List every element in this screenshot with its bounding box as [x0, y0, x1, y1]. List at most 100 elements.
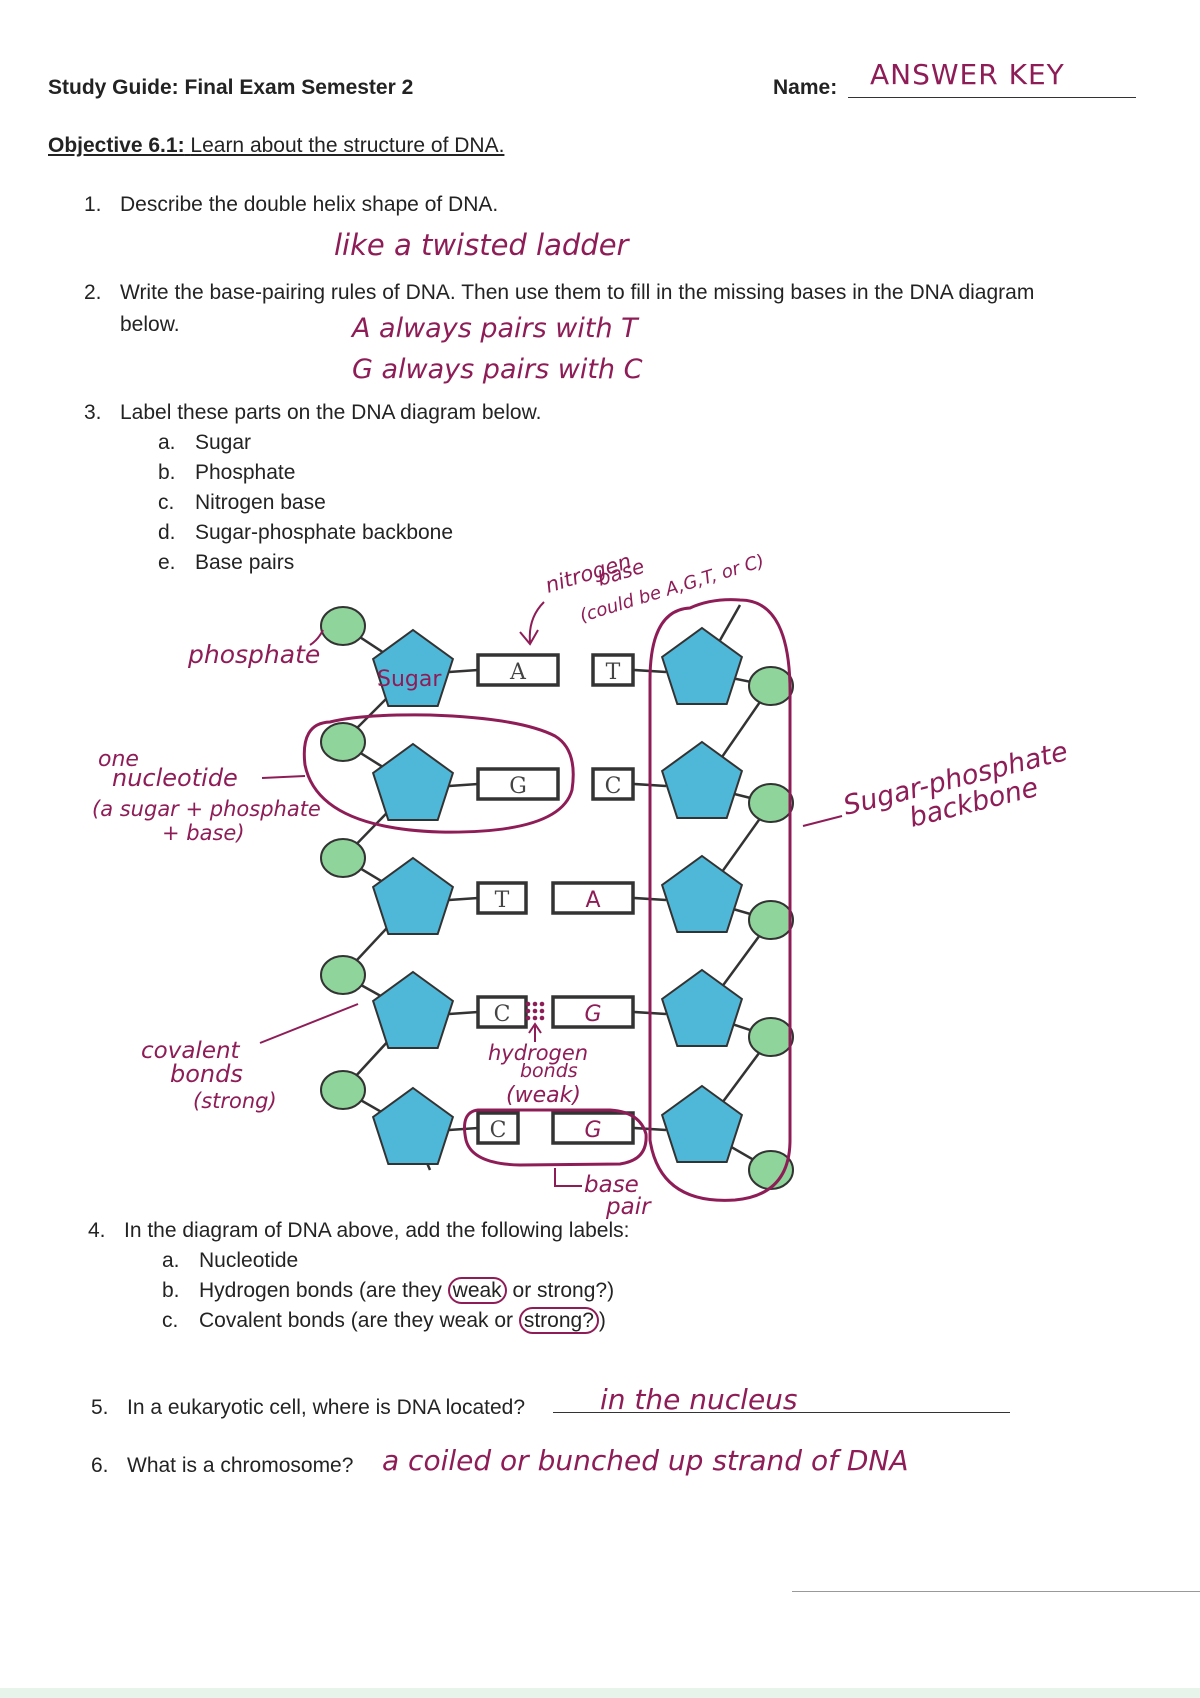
- hydrogen-bond-label: hydrogen: [488, 1041, 588, 1065]
- phosphate-circle: [748, 783, 794, 823]
- base-connector: [448, 782, 479, 788]
- question-number: 2.: [84, 281, 102, 304]
- name-line: [848, 97, 1136, 98]
- question-text: Label these parts on the DNA diagram bel…: [120, 401, 542, 424]
- sugar-pentagon: [371, 970, 455, 1049]
- question-3: 3. Label these parts on the DNA diagram b…: [84, 401, 541, 425]
- sugar-pentagon: [660, 968, 744, 1047]
- sugar-pentagon: [660, 1084, 744, 1163]
- sugar-pentagon: [660, 740, 744, 819]
- nitrogen-base-box: [476, 881, 528, 915]
- question-2-line2: below.: [120, 313, 180, 336]
- list-item: d.Sugar-phosphate backbone: [158, 521, 454, 544]
- covalent-label: (strong): [193, 1089, 277, 1113]
- list-item: b.Hydrogen bonds (are they weak or stron…: [162, 1277, 615, 1304]
- question-number: 4.: [88, 1219, 106, 1242]
- phosphate-circle: [748, 666, 794, 706]
- hydrogen-bond-dot: [539, 1015, 545, 1021]
- arrow-line: [554, 1168, 582, 1187]
- arrow-line: [259, 1003, 359, 1044]
- nucleotide-label: nucleotide: [112, 764, 238, 792]
- question-text: Describe the double helix shape of DNA.: [120, 193, 499, 216]
- nucleotide-label: one: [98, 747, 139, 772]
- nucleotide-label: (a sugar + phosphate: [92, 797, 321, 821]
- footer-rule: [792, 1591, 1200, 1592]
- circled-answer: weak: [447, 1277, 507, 1304]
- phosphate-circle: [320, 955, 366, 995]
- circled-answer: strong?: [518, 1307, 599, 1334]
- base-letter: C: [494, 1002, 511, 1027]
- base-connector: [448, 1010, 479, 1016]
- scan-edge: [0, 1688, 1200, 1698]
- nitrogen-base-box: [551, 881, 635, 915]
- question-number: 1.: [84, 193, 102, 216]
- base-letter: C: [605, 774, 622, 799]
- hydrogen-bond-dot: [532, 1015, 538, 1021]
- question-6: 6. What is a chromosome?: [91, 1454, 353, 1478]
- sugar-pentagon: [371, 1086, 455, 1165]
- nucleotide-outline: [302, 713, 575, 834]
- base-letter: T: [606, 660, 621, 685]
- list-item: b.Phosphate: [158, 461, 296, 484]
- phosphate-circle: [320, 606, 366, 646]
- question-text: Write the base-pairing rules of DNA. The…: [120, 281, 1035, 304]
- list-item: a.Sugar: [158, 431, 252, 454]
- phosphate-circle: [320, 838, 366, 878]
- hydrogen-bond-dot: [532, 1008, 538, 1014]
- base-pair-label: pair: [605, 1194, 652, 1220]
- sugar-pentagon: [660, 626, 744, 705]
- list-item: c.Nitrogen base: [158, 491, 326, 514]
- sugar-pentagon: [371, 856, 455, 935]
- covalent-label: covalent: [141, 1038, 241, 1064]
- phosphate-circle: [748, 1150, 794, 1190]
- hydrogen-bond-dot: [525, 1001, 531, 1007]
- covalent-label: bonds: [170, 1060, 243, 1088]
- phosphate-circle: [320, 722, 366, 762]
- answer-line: [553, 1412, 1010, 1413]
- phosphate-circle: [748, 900, 794, 940]
- hydrogen-bond-dot: [539, 1008, 545, 1014]
- nitrogen-base-box: [476, 767, 560, 801]
- question-number: 3.: [84, 401, 102, 424]
- hydrogen-bond-label: bonds: [520, 1060, 578, 1082]
- question-text: In the diagram of DNA above, add the fol…: [124, 1219, 630, 1242]
- question-number: 6.: [91, 1454, 109, 1477]
- question-5: 5.In a eukaryotic cell, where is DNA loc…: [91, 1396, 525, 1420]
- base-letter: A: [509, 660, 527, 685]
- base-letter: T: [495, 888, 510, 913]
- arrow-line: [519, 601, 545, 646]
- page-title: Study Guide: Final Exam Semester 2: [48, 76, 414, 99]
- hydrogen-bond-dot: [539, 1001, 545, 1007]
- nucleotide-label: + base): [162, 821, 245, 845]
- sugar-pentagon: [371, 628, 455, 707]
- question-2: 2. Write the base-pairing rules of DNA. T…: [84, 281, 1034, 305]
- list-item: a.Nucleotide: [162, 1249, 299, 1272]
- name-answer: ANSWER KEY: [870, 58, 1065, 91]
- base-letter: C: [490, 1118, 507, 1143]
- answer-1: like a twisted ladder: [334, 228, 629, 262]
- phosphate-circle: [748, 1017, 794, 1057]
- nitrogen-base-box: [591, 653, 635, 687]
- base-letter: G: [509, 774, 527, 799]
- nitrogen-base-box: [476, 995, 528, 1029]
- list-item: e.Base pairs: [158, 551, 295, 574]
- objective-label: Objective 6.1:: [48, 134, 185, 157]
- nitrogen-base-box: [476, 1111, 520, 1145]
- objective-text: Learn about the structure of DNA.: [190, 134, 505, 157]
- base-pair-label: base: [584, 1172, 639, 1198]
- base-pair-outline: [463, 1108, 648, 1167]
- backbone-outline: [648, 598, 792, 1202]
- sugar-pentagon: [371, 742, 455, 821]
- base-letter: G: [584, 1118, 601, 1143]
- hydrogen-bond-label: (weak): [506, 1083, 581, 1108]
- question-1: 1. Describe the double helix shape of DNA…: [84, 193, 498, 217]
- phosphate-label: phosphate: [187, 640, 320, 669]
- arrow-line: [528, 1022, 542, 1042]
- question-4: 4. In the diagram of DNA above, add the f…: [88, 1219, 629, 1243]
- base-letter: A: [585, 888, 600, 913]
- name-label: Name:: [773, 76, 838, 99]
- phosphate-circle: [320, 1070, 366, 1110]
- arrow-line: [261, 775, 306, 779]
- question-text: What is a chromosome?: [127, 1454, 354, 1477]
